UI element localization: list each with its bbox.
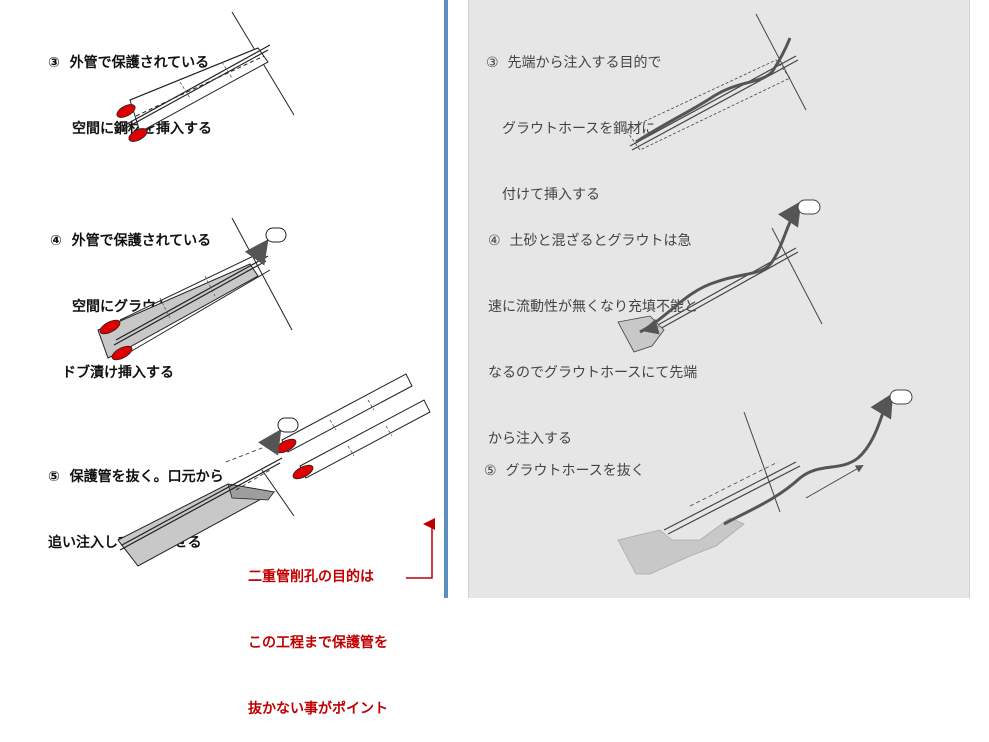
ground-line <box>755 13 807 111</box>
grout-hose <box>635 37 792 144</box>
right-step4-illustration <box>617 199 823 353</box>
right-step5-illustration <box>617 389 913 575</box>
grout-injection-arrow <box>778 201 802 228</box>
right-panel-background <box>468 0 970 598</box>
right-step3-line1: ③ 先端から注入する目的で <box>486 55 662 71</box>
ground-line <box>231 217 293 331</box>
process-illustrations <box>97 11 913 579</box>
extracted-pipe <box>299 399 431 479</box>
grout-nozzle <box>277 417 299 433</box>
grout-hose <box>723 409 886 526</box>
right-step5-caption: ⑤ グラウトホースを抜く <box>484 416 645 504</box>
grout-nozzle <box>889 389 913 405</box>
note-arrow <box>406 518 435 579</box>
steel-rod <box>629 55 797 147</box>
grout-body <box>617 517 745 575</box>
right-step3-line3: 付けて挿入する <box>502 187 600 203</box>
grout-injection-arrow <box>258 429 282 456</box>
left-step3-illustration <box>116 11 295 142</box>
grout-hose <box>639 221 792 334</box>
pipe-tip <box>111 345 133 361</box>
ground-line <box>743 411 781 513</box>
grout-nozzle <box>797 199 821 215</box>
right-step4-line3: なるのでグラウトホースにて先端 <box>488 365 698 381</box>
outer-pipe <box>129 47 269 133</box>
pipe-tip <box>99 319 121 335</box>
note-line2: この工程まで保護管を <box>248 635 388 651</box>
note-line3: 抜かない事がポイント <box>248 701 388 717</box>
steel-rod <box>121 457 283 546</box>
right-step3-line2: グラウトホースを鋼材に <box>502 121 656 137</box>
right-step4-line1: ④ 土砂と混ざるとグラウトは急 <box>488 233 692 249</box>
grout-injection-arrow <box>244 239 269 266</box>
right-step4-caption: ④ 土砂と混ざるとグラウトは急 速に流動性が無くなり充填不能と なるのでグラウト… <box>488 186 698 472</box>
ground-line <box>261 469 295 517</box>
pipe-tip <box>128 128 148 142</box>
panel-divider <box>444 0 448 598</box>
note-line1: 二重管削孔の目的は <box>248 569 374 585</box>
right-panel <box>448 0 989 598</box>
right-step3-illustration <box>625 13 807 151</box>
left-step5-illustration <box>117 373 435 579</box>
right-step5-line1: ⑤ グラウトホースを抜く <box>484 463 645 479</box>
steel-rod <box>663 461 797 531</box>
right-step4-line4: から注入する <box>488 431 572 447</box>
steel-rod <box>115 255 269 341</box>
pipe-tip <box>292 464 314 480</box>
borehole-outline <box>625 59 791 151</box>
extracted-pipe <box>281 373 413 453</box>
left-step4-illustration <box>97 217 293 361</box>
left-step3-line1: ③ 外管で保護されている <box>48 55 210 71</box>
left-step5-line1: ⑤ 保護管を抜く。口元から <box>48 469 224 485</box>
right-step3-caption: ③ 先端から注入する目的で グラウトホースを鋼材に 付けて挿入する <box>486 8 661 228</box>
left-step4-line3: ドブ漬け挿入する <box>62 365 174 381</box>
steel-rod <box>124 44 271 126</box>
ground-line <box>771 227 823 325</box>
grout-nozzle <box>265 227 287 243</box>
right-step4-line2: 速に流動性が無くなり充填不能と <box>488 299 698 315</box>
extraction-direction-arrow <box>805 465 864 499</box>
left-step4-line1: ④ 外管で保護されている <box>50 233 212 249</box>
pipe-tip <box>116 104 136 118</box>
